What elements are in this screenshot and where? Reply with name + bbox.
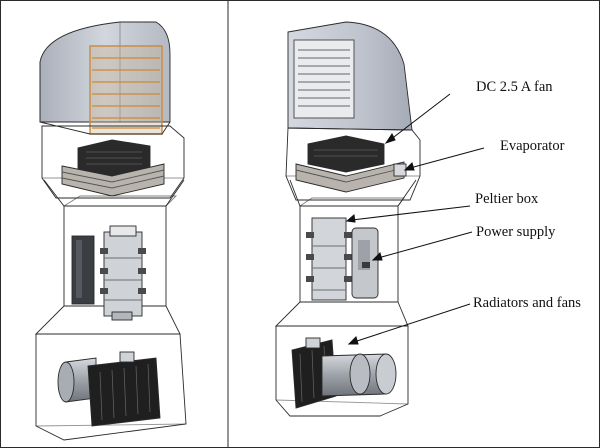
- arrow-pointer-icon: [384, 93, 451, 144]
- right-fan-evaporator: [295, 135, 407, 193]
- label-peltier-box: Peltier box: [475, 191, 539, 207]
- right-lower-funnel: [274, 301, 409, 327]
- left-hood: [39, 21, 171, 135]
- label-radiators-and-fans: Radiators and fans: [473, 295, 581, 311]
- label-dc-fan: DC 2.5 A fan: [476, 79, 553, 95]
- left-bottom-housing: [35, 333, 187, 441]
- arrow-pointer-icon: [403, 147, 485, 171]
- right-hood: [287, 21, 413, 131]
- right-radiators: [291, 337, 397, 409]
- left-radiators: [57, 351, 161, 427]
- arrow-pointer-icon: [345, 205, 471, 223]
- arrow-pointer-icon: [347, 303, 471, 345]
- right-peltier-box: [306, 217, 352, 301]
- left-fan-evaporator: [61, 139, 165, 197]
- arrow-pointer-icon: [371, 231, 473, 261]
- right-upper-housing: [285, 127, 421, 201]
- left-assembly: [34, 21, 187, 441]
- left-power-supply: [71, 235, 95, 305]
- right-power-supply: [351, 227, 379, 299]
- label-power-supply: Power supply: [476, 224, 556, 240]
- left-peltier-box: [100, 225, 146, 321]
- right-assembly: [274, 21, 421, 417]
- left-upper-housing: [41, 125, 185, 199]
- callout-arrows: [345, 93, 485, 345]
- label-evaporator: Evaporator: [500, 138, 565, 154]
